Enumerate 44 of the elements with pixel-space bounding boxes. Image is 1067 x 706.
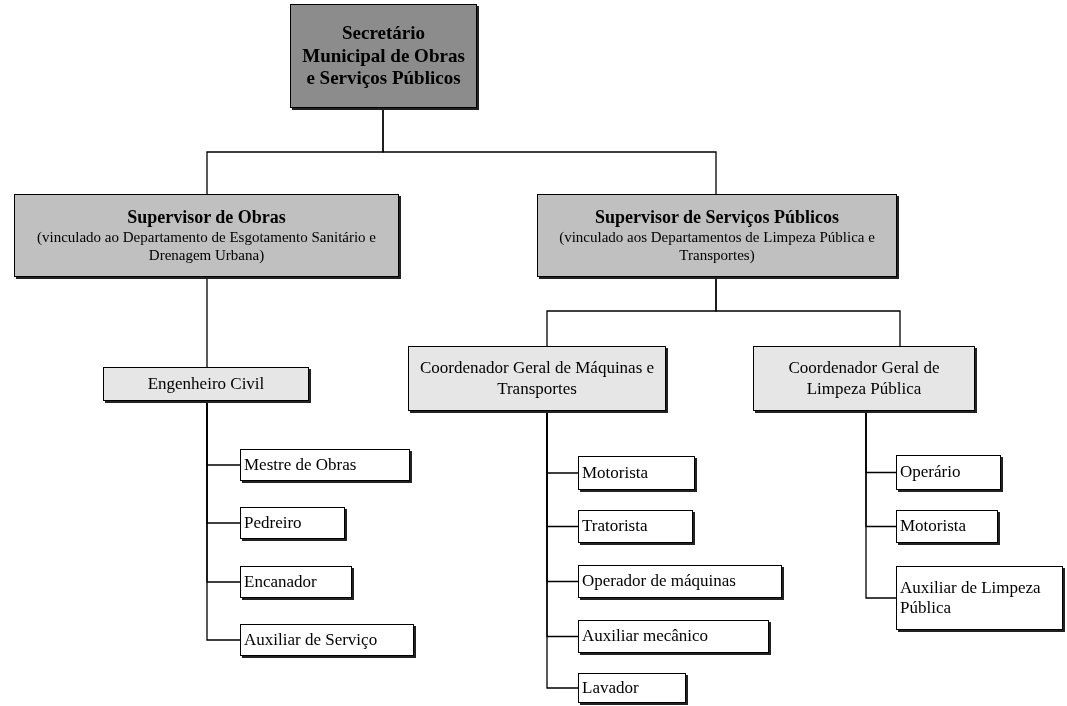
process-box <box>578 456 695 490</box>
box-subtitle: (vinculado ao Departamento de Esgotamento Sanitário e Drenagem Urbana) <box>35 228 378 265</box>
box-title: Motorista <box>582 462 649 484</box>
connector-line <box>546 410 579 689</box>
process-box <box>537 194 897 277</box>
connector-line <box>865 410 897 599</box>
process-box <box>240 566 352 598</box>
box-title: Operador de máquinas <box>582 571 736 592</box>
box-subtitle: (vinculado aos Departamentos de Limpeza Pública e Transportes) <box>558 228 876 265</box>
process-box <box>240 449 410 481</box>
connector-line <box>206 400 241 641</box>
box-title: Coordenador Geral de Limpeza Pública <box>787 358 941 399</box>
process-box <box>14 194 399 277</box>
process-box <box>896 455 1001 490</box>
box-title: Supervisor de Obras <box>127 206 286 229</box>
box-title: Auxiliar de Limpeza Pública <box>900 577 1042 619</box>
box-title: Coordenador Geral de Máquinas e Transportes <box>418 358 656 399</box>
process-box <box>408 346 666 411</box>
box-title: Motorista <box>900 516 967 537</box>
box-title: Mestre de Obras <box>244 454 357 476</box>
process-box <box>240 624 414 656</box>
box-title: Operário <box>900 462 961 483</box>
connector-line <box>715 276 901 347</box>
box-title: Engenheiro Civil <box>146 373 266 395</box>
connector-line <box>382 107 717 195</box>
process-box <box>578 673 686 703</box>
box-title: Lavador <box>582 677 639 699</box>
process-box <box>240 507 345 539</box>
box-title: Auxiliar de Serviço <box>244 629 378 651</box>
process-box <box>578 565 782 598</box>
process-box <box>290 4 477 108</box>
box-title: Pedreiro <box>244 512 302 534</box>
process-box <box>103 367 309 401</box>
connector-line <box>206 276 208 368</box>
box-title: Secretário Municipal de Obras e Serviços Públicos <box>301 21 466 91</box>
process-box <box>578 510 693 543</box>
box-title: Tratorista <box>582 516 648 537</box>
process-box <box>753 346 975 411</box>
process-box <box>896 566 1063 630</box>
box-title: Auxiliar mecânico <box>582 626 709 647</box>
process-box <box>896 510 998 543</box>
box-title: Supervisor de Serviços Públicos <box>594 206 840 229</box>
process-box <box>578 620 769 653</box>
box-title: Encanador <box>244 571 317 593</box>
